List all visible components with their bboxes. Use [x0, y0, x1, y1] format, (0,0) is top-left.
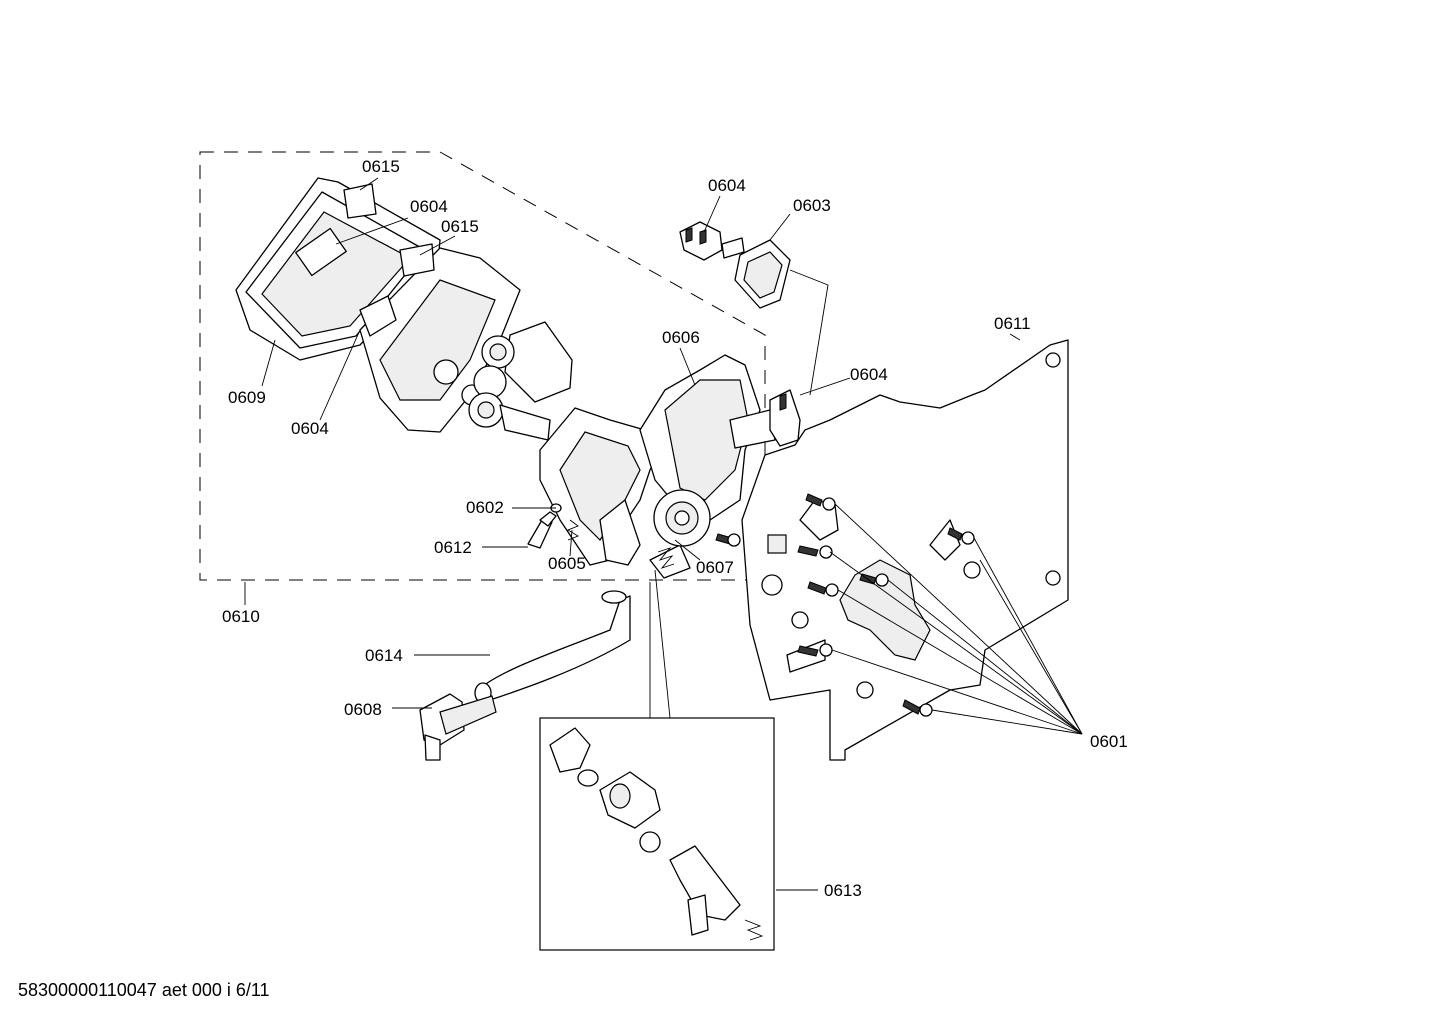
hose-part-0614[interactable]: [474, 590, 631, 704]
switch-0604-left[interactable]: [359, 295, 397, 337]
gear-drive-unit[interactable]: [359, 247, 573, 441]
label-0614: 0614: [365, 646, 403, 665]
label-0603: 0603: [793, 196, 831, 215]
label-0606: 0606: [662, 328, 700, 347]
label-0607: 0607: [696, 558, 734, 577]
label-0604-right: 0604: [850, 365, 888, 384]
label-0612: 0612: [434, 538, 472, 557]
part-labels: 0615 0604 0615 0604 0603 0611 0606 0604 …: [222, 157, 1128, 900]
detail-box-0613[interactable]: [539, 569, 775, 951]
label-0604-upper-left: 0604: [410, 197, 448, 216]
switch-0615-upper[interactable]: [343, 183, 377, 219]
screws-0601[interactable]: [715, 493, 975, 717]
label-0602: 0602: [466, 498, 504, 517]
label-0605: 0605: [548, 554, 586, 573]
label-0604-lower-left: 0604: [291, 419, 329, 438]
switch-part-0604-top[interactable]: [679, 221, 723, 261]
spring-part-0607[interactable]: [657, 547, 675, 569]
connector-part-0608[interactable]: [419, 693, 497, 761]
label-0604-top: 0604: [708, 176, 746, 195]
switch-0615-lower[interactable]: [399, 243, 435, 277]
label-0608: 0608: [344, 700, 382, 719]
label-0613: 0613: [824, 881, 862, 900]
label-0615-second: 0615: [441, 217, 479, 236]
cover-part-0609[interactable]: [235, 177, 441, 361]
brewing-unit-body[interactable]: [539, 407, 691, 579]
bracket-part-0606[interactable]: [639, 354, 776, 547]
document-code: 58300000110047 aet 000 i 6/11: [18, 980, 270, 1000]
spring-part-0605[interactable]: [566, 519, 580, 541]
label-0615-top: 0615: [362, 157, 400, 176]
label-0601: 0601: [1090, 732, 1128, 751]
microswitch-part-0603[interactable]: [721, 237, 791, 309]
switch-part-0604-right[interactable]: [769, 389, 801, 447]
pin-part-0612[interactable]: [527, 511, 557, 549]
assembly-boundary-0610: [199, 151, 766, 581]
label-0609: 0609: [228, 388, 266, 407]
label-0610: 0610: [222, 607, 260, 626]
label-0611: 0611: [994, 314, 1031, 333]
leader-lines: [244, 177, 1083, 891]
